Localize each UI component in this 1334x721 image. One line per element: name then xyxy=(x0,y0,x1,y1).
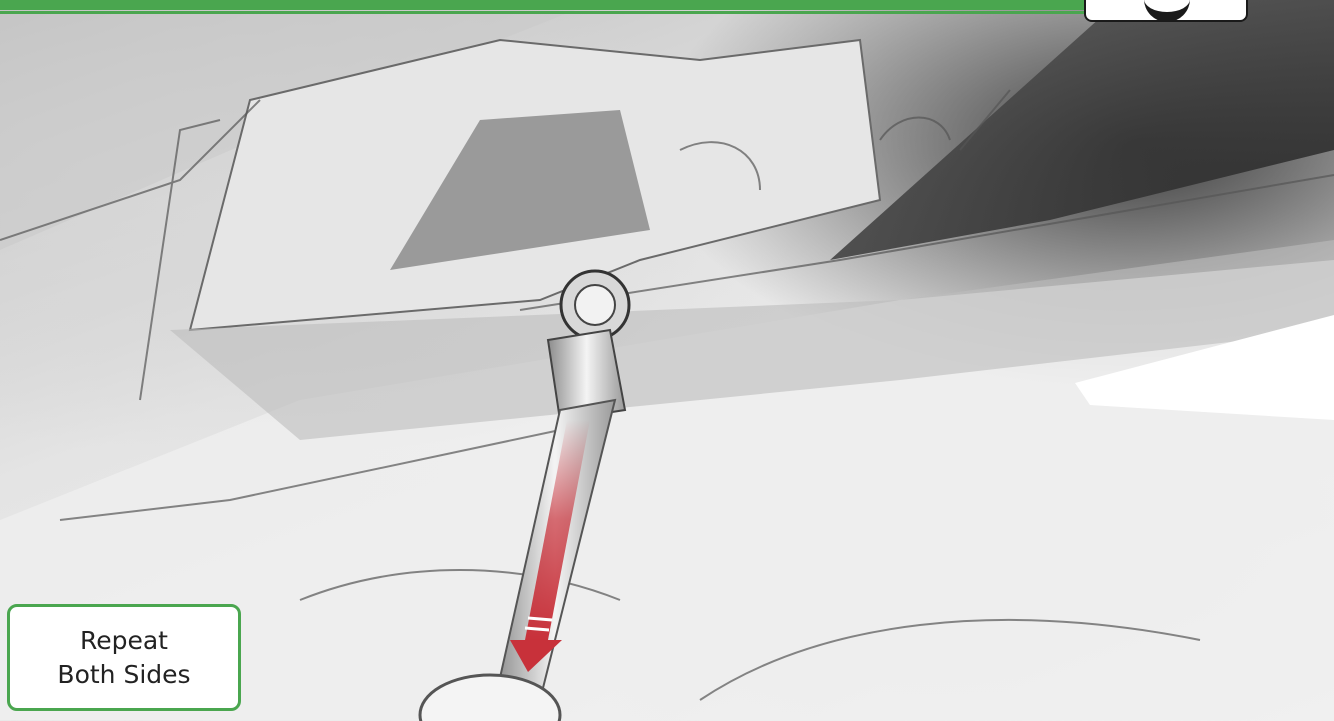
downward-arrow-icon xyxy=(510,420,590,672)
header-green-rule xyxy=(0,0,1100,16)
light-gap xyxy=(1075,315,1334,420)
floor-pan xyxy=(0,260,1334,721)
header-underline xyxy=(0,11,1100,14)
step-number-tab xyxy=(1084,0,1248,22)
plate-opening xyxy=(390,110,650,270)
cross-member xyxy=(170,240,1334,440)
socket xyxy=(574,284,616,326)
socket-extension xyxy=(546,328,627,422)
shield-panel-dark xyxy=(830,0,1334,260)
repeat-note-line1: Repeat xyxy=(79,625,168,655)
repeat-note-line2: Both Sides xyxy=(57,659,191,689)
repeat-note-box: Repeat Both Sides xyxy=(7,604,241,711)
step-number-glyph xyxy=(1144,0,1190,20)
left-frame-shadow xyxy=(0,0,600,250)
header-band xyxy=(0,0,1100,10)
